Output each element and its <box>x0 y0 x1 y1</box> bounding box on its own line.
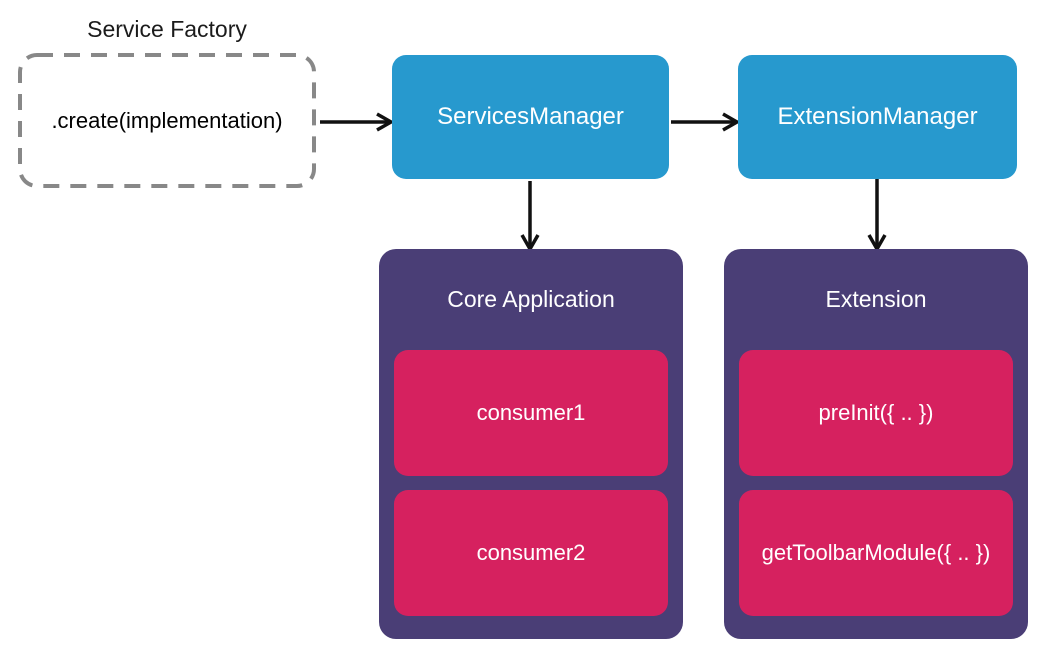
gettoolbarmodule-label: getToolbarModule({ .. }) <box>761 540 991 565</box>
gettoolbarmodule-item: getToolbarModule({ .. }) <box>739 490 1013 616</box>
core-application-title: Core Application <box>447 286 615 312</box>
arrow-head-icon <box>722 112 741 132</box>
services-manager-box: ServicesManager <box>392 55 669 179</box>
arrow-servicesmanager-to-extensionmanager <box>671 112 741 132</box>
service-factory-method-label: .create(implementation) <box>51 107 283 133</box>
services-manager-label: ServicesManager <box>437 103 624 130</box>
arrow-head-icon <box>520 234 540 253</box>
preinit-item: preInit({ .. }) <box>739 350 1013 476</box>
extension-container: Extension preInit({ .. }) getToolbarModu… <box>724 249 1028 639</box>
core-application-container: Core Application consumer1 consumer2 <box>379 249 683 639</box>
consumer2-label: consumer2 <box>476 540 586 565</box>
extension-title: Extension <box>825 286 927 312</box>
extension-manager-label: ExtensionManager <box>777 103 978 130</box>
arrow-head-icon <box>867 234 887 253</box>
service-factory-title: Service Factory <box>87 16 247 42</box>
arrow-head-icon <box>376 112 395 132</box>
arrow-factory-to-servicesmanager <box>320 112 395 132</box>
arrow-extensionmanager-to-extension <box>867 179 887 253</box>
extension-manager-box: ExtensionManager <box>738 55 1017 179</box>
preinit-label: preInit({ .. }) <box>818 400 934 425</box>
arrow-servicesmanager-to-core-application <box>520 181 540 253</box>
consumer1-item: consumer1 <box>394 350 668 476</box>
service-factory-box: .create(implementation) <box>18 53 316 188</box>
consumer2-item: consumer2 <box>394 490 668 616</box>
consumer1-label: consumer1 <box>476 400 586 425</box>
